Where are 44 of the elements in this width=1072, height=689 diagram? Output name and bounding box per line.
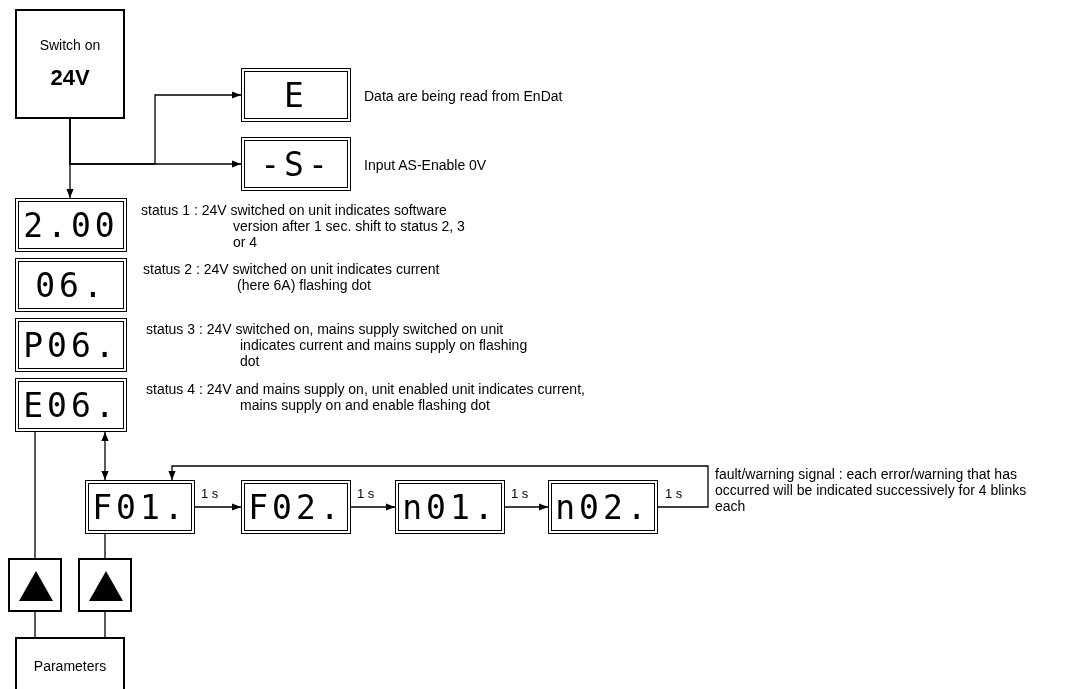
switch-box: [15, 9, 125, 119]
key-box: [78, 558, 132, 612]
edge-label: 1 s: [510, 487, 530, 501]
parameters-box: [15, 637, 125, 689]
led-display: [15, 198, 127, 252]
description-text: status 2 : 24V switched on unit indicates current (here 6A) flashing dot: [143, 261, 441, 293]
voltage-label: 24V: [50, 65, 90, 91]
led-display: [15, 258, 127, 312]
arrow: [194, 503, 242, 511]
display-digits: F01.: [92, 490, 188, 524]
arrow: [66, 118, 74, 199]
box-label: Parameters: [33, 658, 107, 674]
display-digits: E: [284, 78, 308, 112]
led-display: [548, 480, 658, 534]
led-display: [241, 480, 351, 534]
display-digits: E06.: [23, 388, 119, 422]
description-text: status 1 : 24V switched on unit indicates software version after 1 sec. shift to status 2, 3 or 4: [141, 202, 466, 250]
note-text: fault/warning signal : each error/warning that has occurred will be indicated successively for 4 blinks each: [715, 466, 1028, 514]
display-digits: 06.: [35, 268, 107, 302]
edge-label: 1 s: [356, 487, 376, 501]
description-text: Input AS-Enable 0V: [364, 157, 488, 173]
led-display: [241, 68, 351, 122]
edge-label: 1 s: [664, 487, 684, 501]
display-digits: n01.: [402, 490, 498, 524]
led-display: [395, 480, 505, 534]
display-digits: F02.: [248, 490, 344, 524]
display-digits: n02.: [555, 490, 651, 524]
led-display: [15, 318, 127, 372]
arrow: [504, 503, 549, 511]
led-display: [241, 137, 351, 191]
arrow: [350, 503, 396, 511]
description-text: Data are being read from EnDat: [364, 88, 564, 104]
box-label: Switch on: [39, 37, 101, 53]
display-digits: -S-: [260, 147, 332, 181]
description-text: status 3 : 24V switched on, mains supply switched on unit indicates current and mains supply on flashing dot: [146, 321, 529, 369]
arrow: [101, 431, 109, 481]
arrow: [168, 465, 709, 508]
key-box: [8, 558, 62, 612]
led-display: [15, 378, 127, 432]
led-display: [85, 480, 195, 534]
edge-label: 1 s: [200, 487, 220, 501]
display-digits: P06.: [23, 328, 119, 362]
description-text: status 4 : 24V and mains supply on, unit enabled unit indicates current, mains supply on and enable flashing dot: [146, 381, 586, 413]
display-digits: 2.00: [23, 208, 119, 242]
